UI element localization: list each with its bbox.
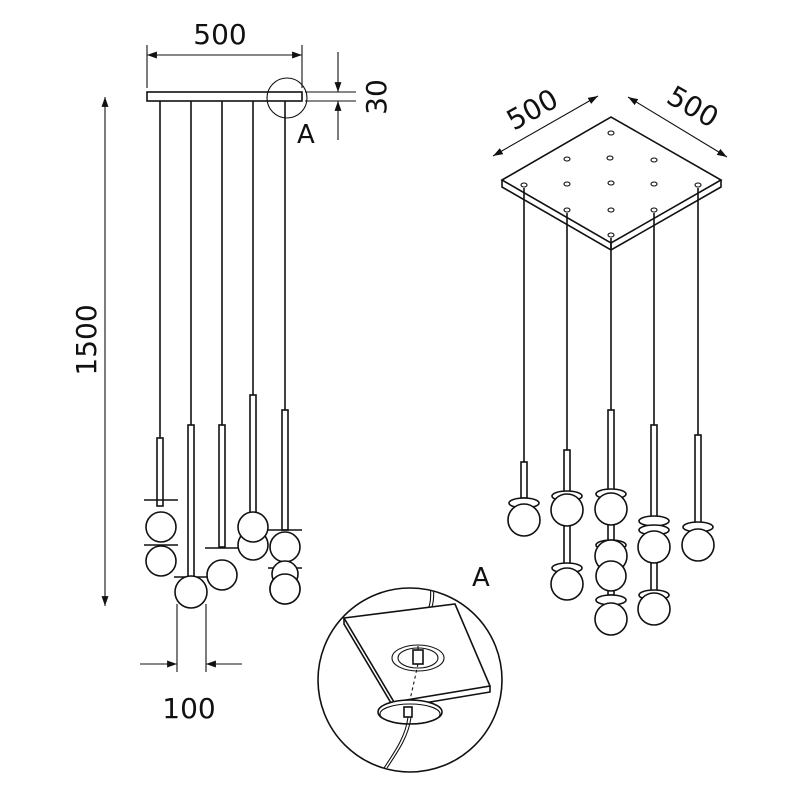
iso-dimension-left-label: 500 xyxy=(501,82,564,137)
dimension-globe-diameter: 100 xyxy=(140,604,242,725)
detail-circle xyxy=(317,587,503,773)
dimension-width: 500 xyxy=(146,18,303,88)
front-view: A xyxy=(144,77,315,609)
dimension-drop-height-label: 1500 xyxy=(70,304,103,375)
front-globes xyxy=(144,499,302,609)
iso-dimension-right-label: 500 xyxy=(661,79,724,134)
detail-callout-circle xyxy=(266,77,308,119)
iso-plate-holes xyxy=(520,130,702,238)
front-cables xyxy=(159,101,286,438)
dimension-plate-height-label: 30 xyxy=(360,79,393,115)
dimension-width-label: 500 xyxy=(193,18,246,51)
front-ceiling-plate xyxy=(146,91,303,102)
isometric-view xyxy=(500,116,723,636)
iso-cables xyxy=(523,188,699,462)
dimension-plate-height: 30 xyxy=(305,52,393,140)
dimension-globe-diameter-label: 100 xyxy=(162,692,215,725)
iso-globes xyxy=(507,488,715,636)
detail-a-label: A xyxy=(472,563,490,593)
detail-callout-label: A xyxy=(297,120,315,150)
dimension-drop-height: 1500 xyxy=(70,97,109,606)
detail-a-view: A xyxy=(317,563,503,773)
iso-ceiling-plate xyxy=(500,116,723,244)
